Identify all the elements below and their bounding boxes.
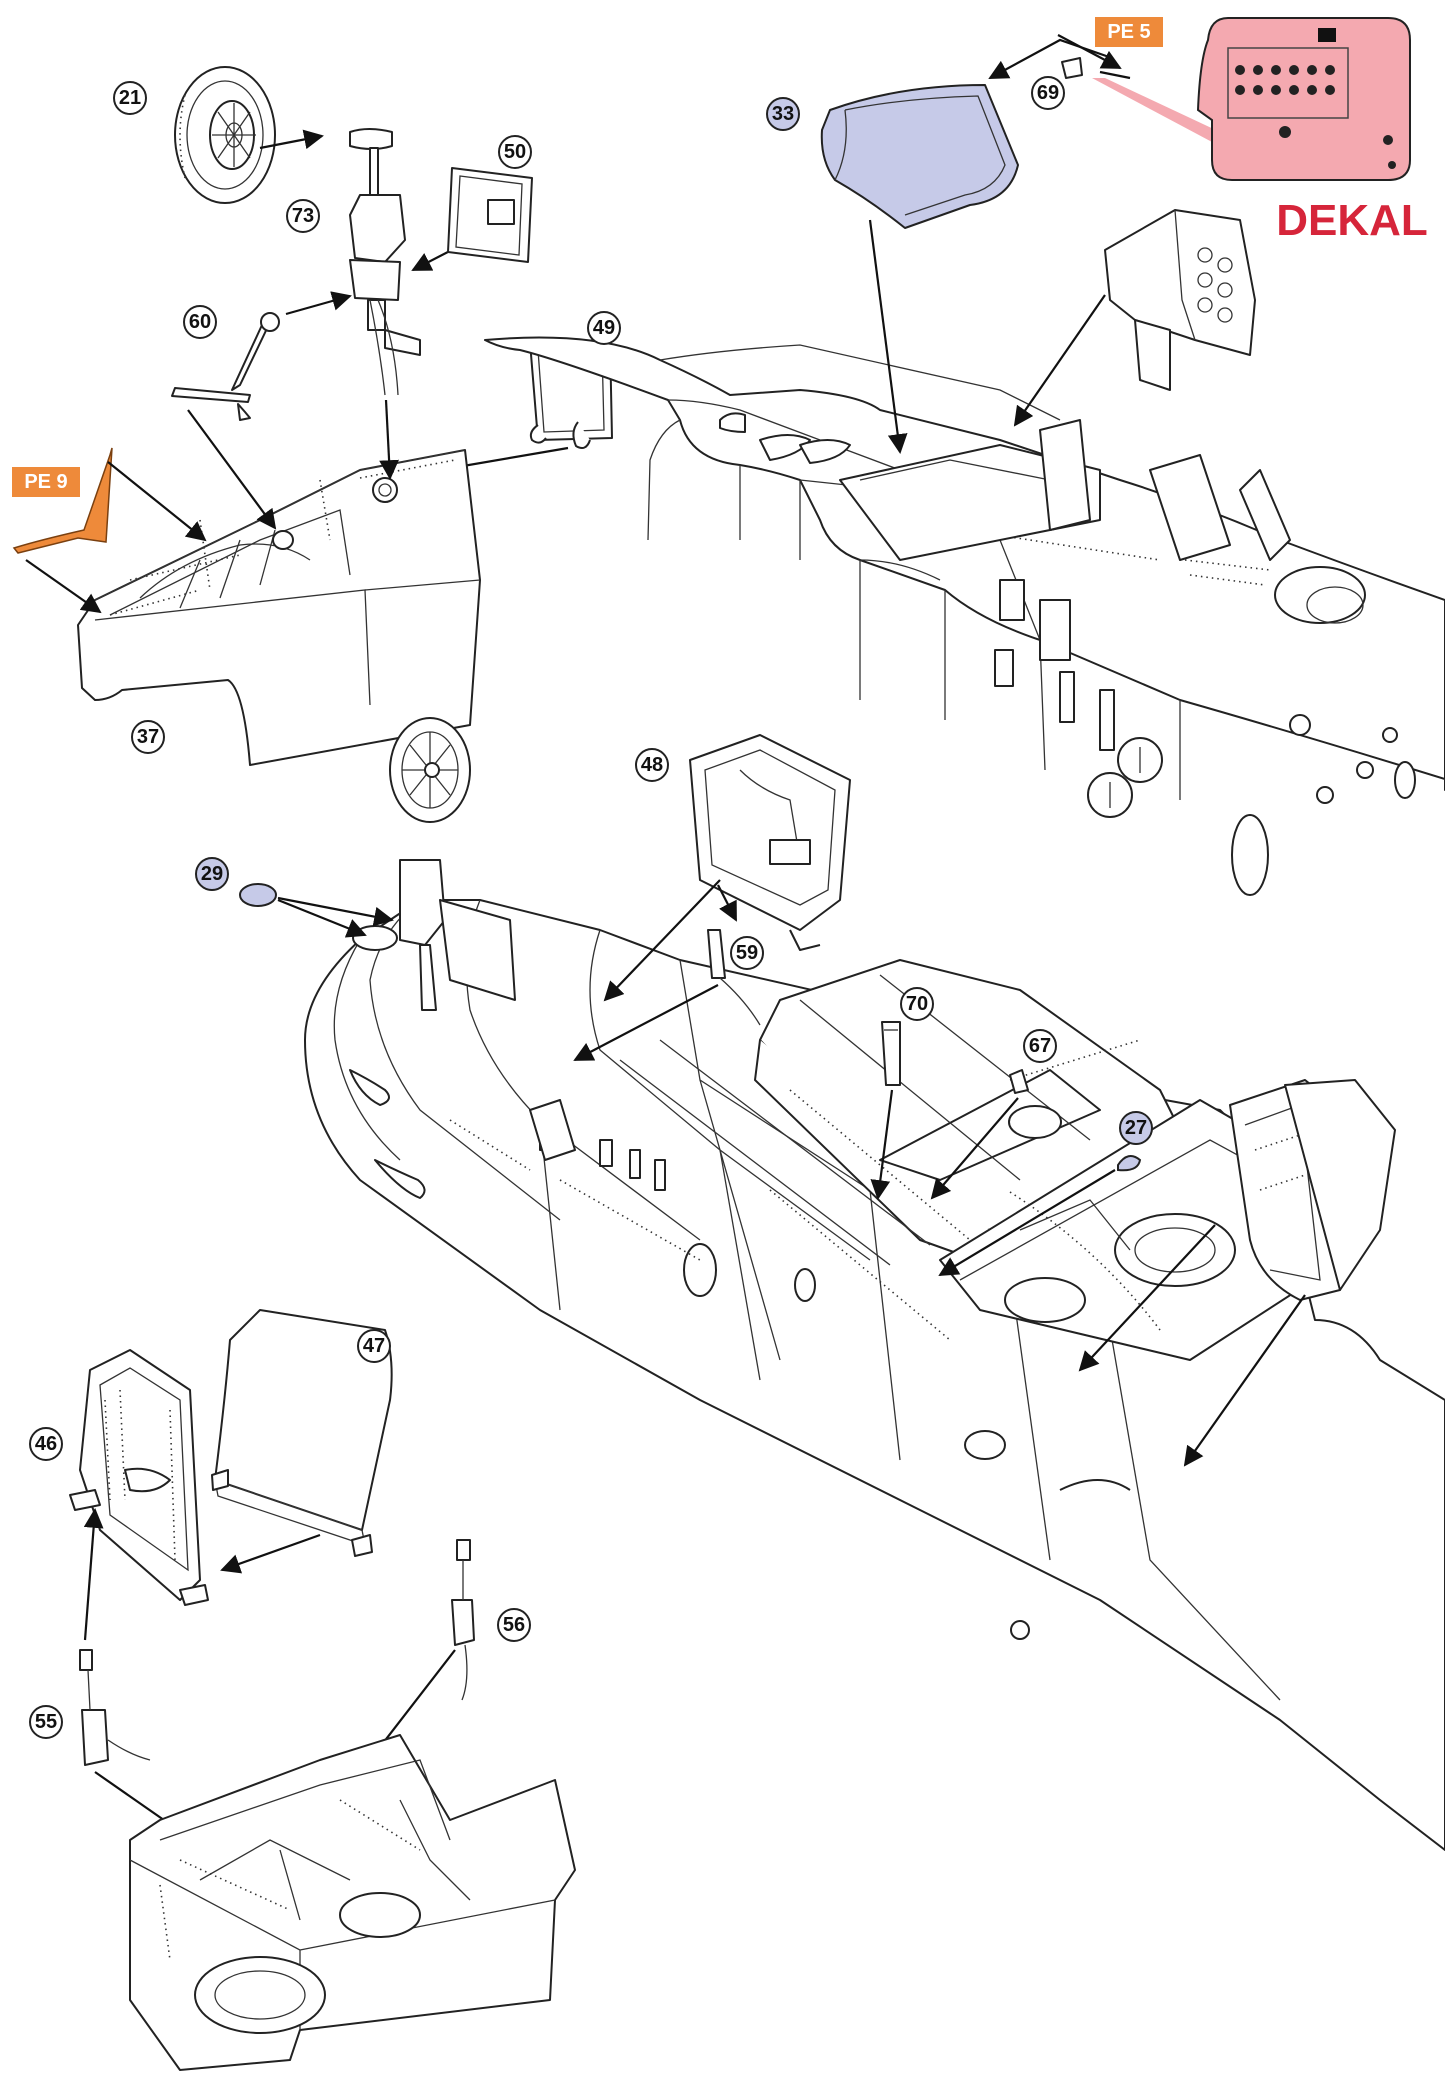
callout-69: 69 bbox=[1031, 76, 1065, 110]
svg-text:33: 33 bbox=[772, 103, 794, 125]
svg-text:67: 67 bbox=[1029, 1035, 1051, 1057]
actuator-56 bbox=[451, 1539, 475, 1701]
strut-73 bbox=[349, 128, 421, 396]
svg-text:55: 55 bbox=[35, 1711, 57, 1733]
callout-48: 48 bbox=[635, 748, 669, 782]
gear-door-50 bbox=[447, 167, 533, 263]
gear-bay-37 bbox=[77, 449, 481, 766]
callout-60: 60 bbox=[183, 305, 217, 339]
callout-49: 49 bbox=[587, 311, 621, 345]
wheel-21 bbox=[174, 66, 276, 204]
callout-70: 70 bbox=[900, 987, 934, 1021]
pe-label-5: PE 5 bbox=[1095, 17, 1163, 47]
svg-text:59: 59 bbox=[736, 942, 758, 964]
gear-door-right bbox=[1229, 1079, 1396, 1301]
clear-light-27 bbox=[1117, 1155, 1142, 1172]
svg-text:48: 48 bbox=[641, 754, 663, 776]
svg-text:73: 73 bbox=[292, 205, 314, 227]
svg-text:50: 50 bbox=[504, 141, 526, 163]
callout-47: 47 bbox=[357, 1329, 391, 1363]
callout-21: 21 bbox=[113, 81, 147, 115]
callout-29: 29 bbox=[195, 857, 229, 891]
bracket-70 bbox=[881, 1021, 901, 1086]
cockpit-tub bbox=[839, 419, 1366, 624]
canopy-33 bbox=[820, 84, 1019, 229]
callout-59: 59 bbox=[730, 936, 764, 970]
svg-text:70: 70 bbox=[906, 993, 928, 1015]
callout-67: 67 bbox=[1023, 1029, 1057, 1063]
nacelle-bay bbox=[129, 1734, 576, 2071]
decal-label: DEKAL bbox=[1276, 196, 1428, 245]
svg-text:PE 5: PE 5 bbox=[1107, 21, 1150, 43]
callout-56: 56 bbox=[497, 1608, 531, 1642]
svg-text:49: 49 bbox=[593, 317, 615, 339]
center-wing-section bbox=[619, 959, 1181, 1341]
callout-46: 46 bbox=[29, 1427, 63, 1461]
svg-text:60: 60 bbox=[189, 311, 211, 333]
svg-text:PE 9: PE 9 bbox=[24, 471, 67, 493]
svg-text:27: 27 bbox=[1125, 1117, 1147, 1139]
svg-text:46: 46 bbox=[35, 1433, 57, 1455]
callout-55: 55 bbox=[29, 1705, 63, 1739]
pe-frame-9 bbox=[12, 447, 113, 554]
callout-33: 33 bbox=[766, 97, 800, 131]
actuator-55 bbox=[79, 1649, 151, 1766]
decal-instrument-panel bbox=[1092, 17, 1411, 181]
svg-text:69: 69 bbox=[1037, 82, 1059, 104]
svg-text:29: 29 bbox=[201, 863, 223, 885]
callout-73: 73 bbox=[286, 199, 320, 233]
actuator-59 bbox=[707, 929, 761, 1026]
svg-text:21: 21 bbox=[119, 87, 141, 109]
svg-text:37: 37 bbox=[137, 726, 159, 748]
svg-text:56: 56 bbox=[503, 1614, 525, 1636]
svg-text:DEKAL: DEKAL bbox=[1276, 196, 1428, 245]
svg-text:47: 47 bbox=[363, 1335, 385, 1357]
gear-door-48 bbox=[689, 734, 851, 951]
instrument-panel bbox=[1104, 209, 1256, 391]
callout-27: 27 bbox=[1119, 1111, 1153, 1145]
callout-37: 37 bbox=[131, 720, 165, 754]
gear-door-46 bbox=[69, 1349, 209, 1606]
wheel-upper bbox=[389, 717, 471, 823]
bracket-67 bbox=[1009, 1069, 1029, 1094]
fuselage-upper bbox=[484, 336, 1445, 896]
small-part-69 bbox=[1061, 57, 1083, 79]
retraction-arm-60 bbox=[171, 312, 280, 421]
upper-strut bbox=[399, 859, 516, 1011]
callout-50: 50 bbox=[498, 135, 532, 169]
pe-label-9: PE 9 bbox=[12, 467, 80, 497]
